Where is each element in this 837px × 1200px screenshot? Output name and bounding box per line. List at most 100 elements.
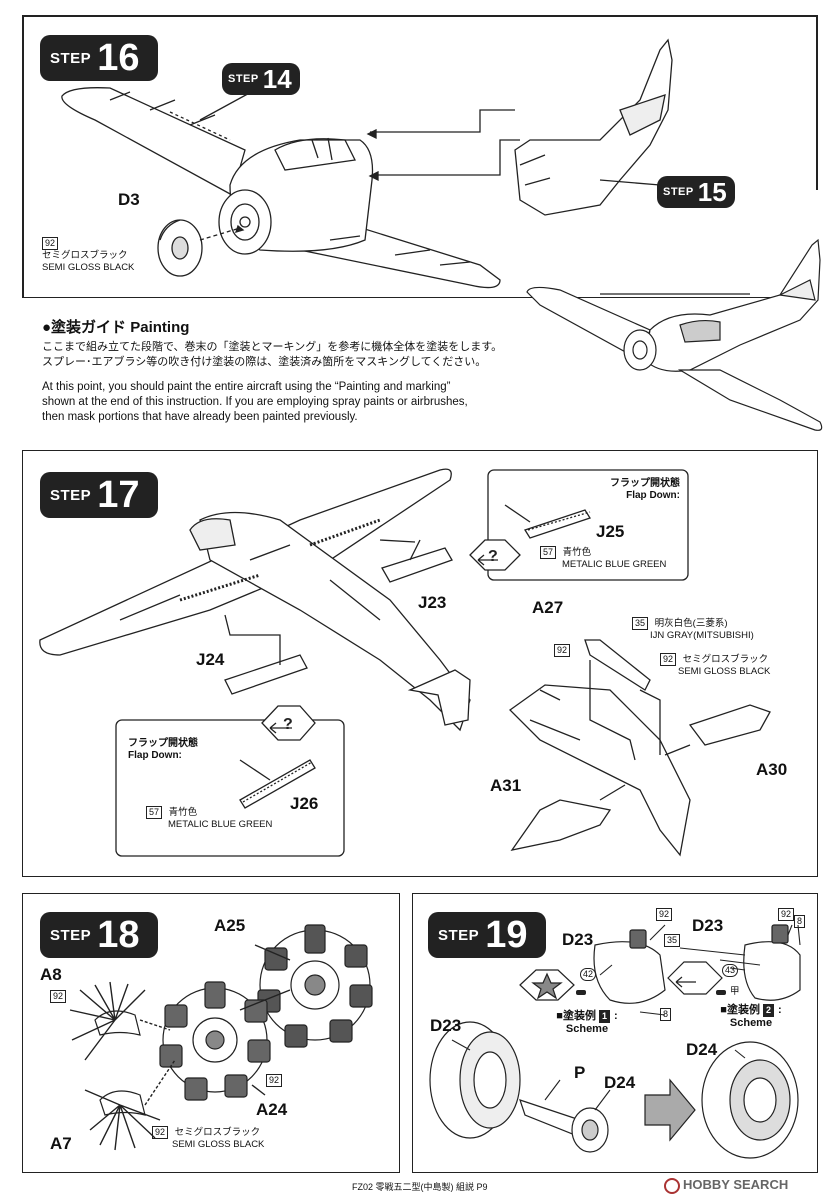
- paint8-scheme1: 8: [660, 1008, 675, 1021]
- paint35-callout: 35 明灰白色(三菱系) IJN GRAY(MITSUBISHI): [632, 617, 754, 642]
- paint-name-jp: 明灰白色(三菱系): [654, 618, 728, 629]
- part-p: P: [574, 1063, 586, 1082]
- paint42-scheme1: 42: [580, 968, 600, 981]
- paint-name-en: SEMI GLOSS BLACK: [678, 666, 771, 677]
- paint-name-jp: 青竹色: [168, 807, 198, 818]
- painting-jp-line2: スプレー･エアブラシ等の吹き付け塗装の際は、塗装済み箇所をマスキングしてください…: [42, 356, 487, 368]
- paint-name-en: SEMI GLOSS BLACK: [42, 262, 135, 273]
- step-number: 14: [262, 63, 292, 94]
- flap-jp: フラップ開状態: [128, 738, 198, 749]
- step-word: STEP: [228, 73, 259, 85]
- hobby-search-watermark: HOBBY SEARCH: [664, 1177, 788, 1194]
- part-a8: A8: [40, 965, 62, 984]
- step-number: 15: [697, 176, 727, 207]
- part-a25: A25: [214, 916, 246, 935]
- part-d23-scheme2: D23: [692, 916, 724, 935]
- paint-name-en: IJN GRAY(MITSUBISHI): [650, 630, 754, 641]
- paint57-callout-top: 57 青竹色 METALIC BLUE GREEN: [540, 546, 666, 571]
- step16-aircraft-drawing: [61, 38, 673, 289]
- paint-name-en: METALIC BLUE GREEN: [562, 559, 667, 570]
- paint-number: 42: [580, 968, 597, 981]
- paint-name-en: METALIC BLUE GREEN: [168, 819, 273, 830]
- step15-badge: STEP 15: [657, 176, 735, 208]
- step-number: 18: [97, 913, 140, 956]
- paint-number: 92: [778, 908, 795, 921]
- paint-name-en: SEMI GLOSS BLACK: [172, 1139, 265, 1150]
- step-number: 19: [485, 913, 528, 956]
- painting-title: ●塗装ガイド Painting: [42, 319, 190, 336]
- step-word: STEP: [50, 49, 92, 67]
- step19-badge: STEP 19: [428, 912, 546, 958]
- step16-divider-right: [816, 15, 818, 190]
- part-a27: A27: [532, 598, 564, 617]
- paint35-scheme2: 35: [664, 934, 684, 947]
- flap-down-label-top: フラップ開状態 Flap Down:: [580, 478, 680, 502]
- part-d24-main: D24: [604, 1073, 636, 1092]
- painting-jp-line1: ここまで組み立てた段階で、巻末の「塗装とマーキング」を参考に機体全体を塗装をしま…: [42, 341, 503, 353]
- flap-jp: フラップ開状態: [610, 478, 680, 489]
- paint92-a24: 92: [266, 1074, 286, 1087]
- page-footer: FZ02 零戦五二型(中島製) 組説 P9: [352, 1182, 488, 1192]
- paint-number: 92: [266, 1074, 283, 1087]
- part-j25: J25: [596, 522, 625, 541]
- step16-panel: [22, 15, 818, 298]
- part-a31: A31: [490, 776, 522, 795]
- painting-en-line1: At this point, you should paint the enti…: [42, 381, 451, 393]
- part-j23: J23: [418, 593, 447, 612]
- svg-text:?: ?: [488, 548, 498, 565]
- scheme-en: Scheme: [565, 1023, 609, 1035]
- step17-wing-drawing: ? ?: [39, 468, 771, 857]
- ko-mark: 甲: [730, 986, 740, 997]
- step16-badge: STEP 16: [40, 35, 158, 81]
- paint-number: 8: [660, 1008, 672, 1021]
- scheme-jp: ■塗装例: [556, 1010, 596, 1022]
- paint8-scheme2: 8: [794, 915, 809, 928]
- flap-en: Flap Down:: [128, 750, 182, 761]
- step-word: STEP: [50, 486, 92, 504]
- step16-paint-callout: 92 セミグロスブラック SEMI GLOSS BLACK: [42, 237, 162, 274]
- paint-name-jp: 青竹色: [562, 547, 592, 558]
- scheme-jp: ■塗装例: [720, 1004, 760, 1016]
- painting-text-en: At this point, you should paint the enti…: [42, 380, 562, 425]
- scheme-number: 1: [599, 1010, 611, 1023]
- paint92-a8: 92: [50, 990, 70, 1003]
- paint92-scheme2: 92: [778, 908, 798, 921]
- paint92-callout-step17: 92 セミグロスブラック SEMI GLOSS BLACK: [660, 653, 770, 678]
- paint92-callout-a27: 92: [554, 644, 574, 657]
- step-word: STEP: [663, 186, 694, 198]
- step14-badge: STEP 14: [222, 63, 300, 95]
- step19-panel: [412, 893, 818, 1173]
- paint92-a7-callout: 92 セミグロスブラック SEMI GLOSS BLACK: [152, 1126, 264, 1151]
- paint43-scheme2: 43: [722, 964, 742, 977]
- flap-en: Flap Down:: [626, 490, 680, 501]
- step17-badge: STEP 17: [40, 472, 158, 518]
- paint-number: 43: [722, 964, 739, 977]
- watermark-logo-icon: [664, 1177, 680, 1194]
- part-a7: A7: [50, 1134, 72, 1153]
- step-word: STEP: [50, 926, 92, 944]
- step18-badge: STEP 18: [40, 912, 158, 958]
- step-number: 16: [97, 36, 140, 79]
- part-j26: J26: [290, 794, 319, 813]
- step16-divider-left: [22, 15, 24, 298]
- paint-number: 92: [656, 908, 673, 921]
- paint-number: 92: [554, 644, 571, 657]
- scheme2-label: ■塗装例 2: Scheme: [720, 1004, 782, 1029]
- step16-part-d3: D3: [118, 190, 140, 209]
- step-word: STEP: [438, 926, 480, 944]
- flap-down-label-bottom: フラップ開状態 Flap Down:: [128, 738, 198, 762]
- paint-number: 92: [50, 990, 67, 1003]
- part-d24-assembled: D24: [686, 1040, 718, 1059]
- part-d23-scheme1: D23: [562, 930, 594, 949]
- paint-name-jp: セミグロスブラック: [42, 250, 128, 261]
- paint-number: 8: [794, 915, 806, 928]
- scheme-number: 2: [763, 1004, 775, 1017]
- paint57-callout-bottom: 57 青竹色 METALIC BLUE GREEN: [146, 806, 272, 831]
- part-d23-main: D23: [430, 1016, 462, 1035]
- part-j24: J24: [196, 650, 225, 669]
- part-a30: A30: [756, 760, 788, 779]
- painting-en-line3: then mask portions that have already bee…: [42, 411, 358, 423]
- step16-divider-top: [22, 15, 818, 17]
- paint-name-jp: セミグロスブラック: [682, 654, 769, 665]
